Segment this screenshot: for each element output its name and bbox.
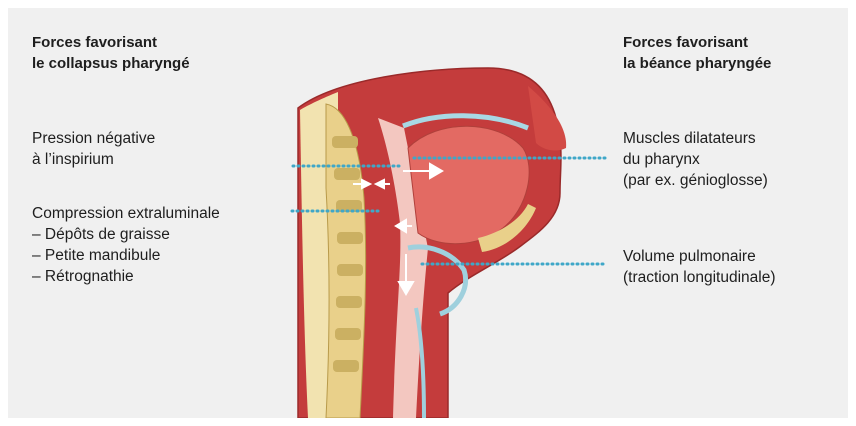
diagram-panel: Forces favorisant le collapsus pharyngé … xyxy=(8,8,848,418)
label-lung-volume: Volume pulmonaire (traction longitudinal… xyxy=(623,246,776,288)
left-heading: Forces favorisant le collapsus pharyngé xyxy=(32,32,190,74)
label-negative-pressure: Pression négative à l’inspirium xyxy=(32,128,155,170)
label-extraluminal-compression: Compression extraluminale – Dépôts de gr… xyxy=(32,203,220,287)
label-dilator-muscles: Muscles dilatateurs du pharynx (par ex. … xyxy=(623,128,768,191)
right-heading: Forces favorisant la béance pharyngée xyxy=(623,32,771,74)
